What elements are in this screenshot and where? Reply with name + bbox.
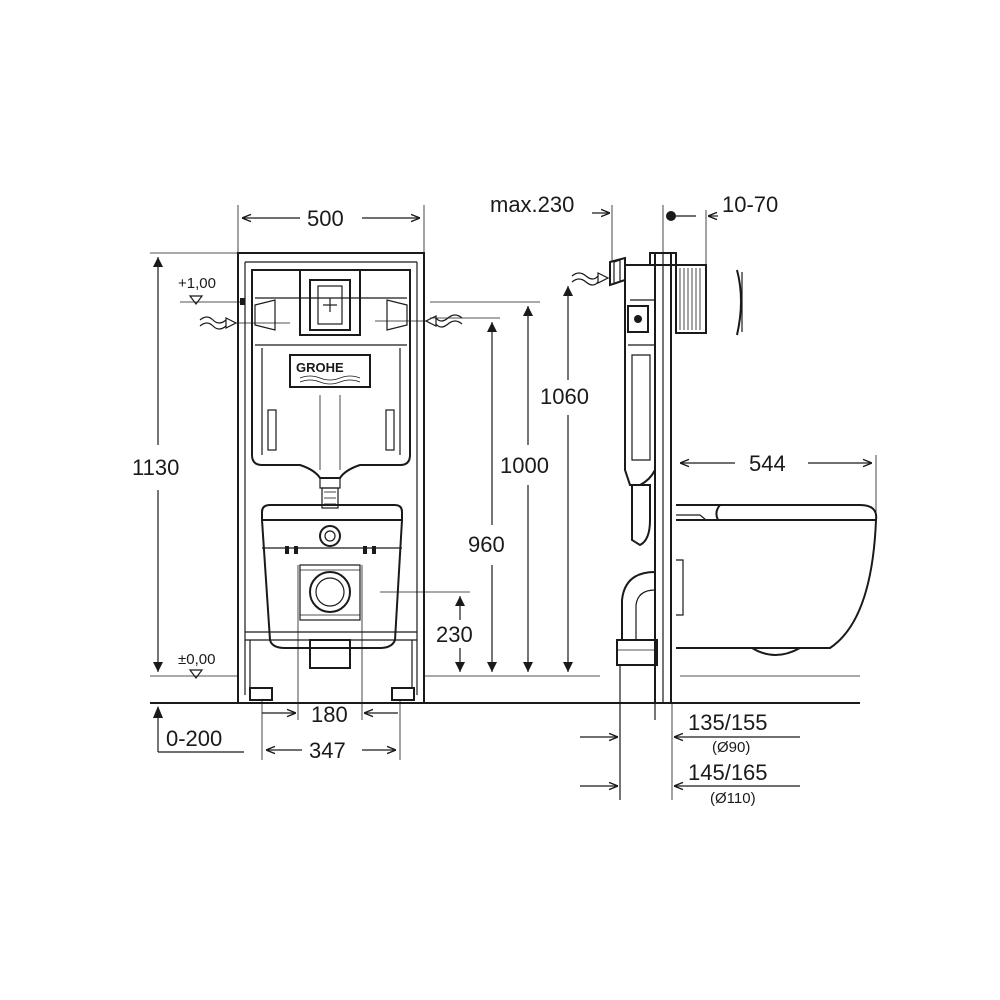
dim-960-label: 960: [468, 532, 505, 557]
grohe-logo: GROHE: [289, 354, 371, 388]
dim-d90-label: (Ø90): [712, 739, 750, 756]
level-marker-floor: [188, 669, 204, 679]
side-view: 1060 max.230 10-70 544 135/155 (Ø90) 145…: [490, 192, 878, 807]
actuator-side: [609, 256, 626, 287]
brand-label: GROHE: [296, 360, 344, 375]
dim-1060-label-front: 1060: [540, 384, 589, 409]
dim-d110-label: (Ø110): [710, 790, 756, 807]
level-marker-top: [188, 295, 204, 305]
front-view: GROHE: [132, 205, 610, 763]
pivot-marker: [666, 211, 676, 221]
dim-180-label: 180: [311, 702, 348, 727]
dim-0-200-label: 0-200: [166, 726, 222, 751]
dim-347-label: 347: [309, 738, 346, 763]
dim-135-155-label: 135/155: [688, 710, 768, 735]
wall-panel: [675, 264, 743, 336]
flush-actuator: [299, 269, 361, 336]
level-top-label: +1,00: [178, 275, 216, 292]
wc-pan-front: [260, 504, 404, 669]
dim-1130-label: 1130: [132, 455, 179, 480]
water-inlet-right: [375, 314, 463, 328]
frame-side: [649, 252, 677, 704]
wc-pan-side: [676, 504, 878, 656]
dim-1000-label: 1000: [500, 453, 549, 478]
dim-544-label: 544: [749, 451, 786, 476]
level-floor-label: ±0,00: [178, 651, 215, 668]
dim-230-label: 230: [436, 622, 473, 647]
dim-500-label: 500: [307, 206, 344, 231]
water-inlet-left: [199, 316, 290, 330]
flush-pipe: [319, 477, 341, 509]
drain-bend-side: [616, 571, 658, 800]
dim-145-165-label: 145/165: [688, 760, 768, 785]
dim-10-70-label: 10-70: [722, 192, 778, 217]
cistern-side: [624, 264, 656, 547]
dim-max-230-label: max.230: [490, 192, 574, 217]
water-inlet-side: [571, 272, 610, 286]
